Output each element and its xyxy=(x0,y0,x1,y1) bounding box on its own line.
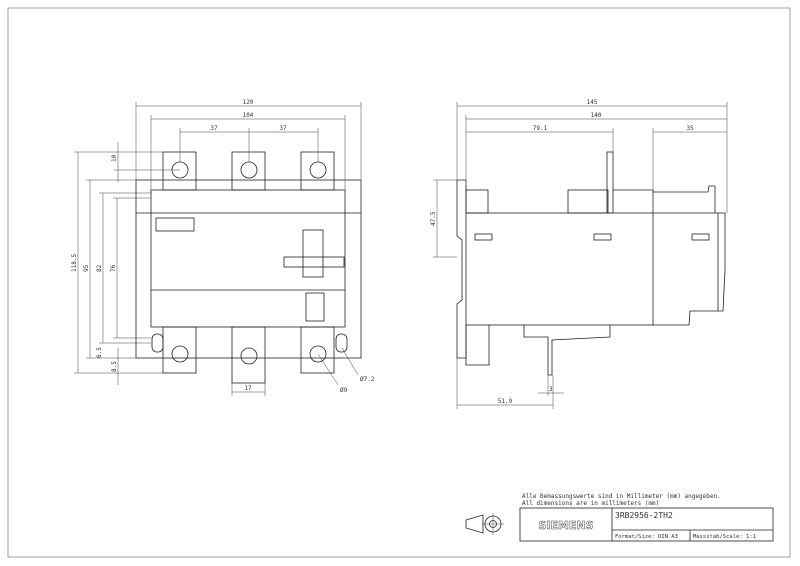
part-number: 3RB2956-2TH2 xyxy=(615,511,673,520)
dim-145: 145 xyxy=(587,99,598,106)
note-german: Alle Bemassungswerte sind in Millimeter … xyxy=(522,493,721,500)
format-size: Format/Size: DIN A3 xyxy=(615,534,678,540)
dim-8-5: 8.5 xyxy=(111,361,118,372)
dim-104: 104 xyxy=(243,112,254,119)
dim-140: 140 xyxy=(591,112,602,119)
connector-block xyxy=(302,229,324,278)
note-english: All dimensions are in millimeters (mm) xyxy=(522,500,659,507)
front-dimension-lines xyxy=(74,102,362,396)
dim-35: 35 xyxy=(686,125,694,132)
bottom-terminals xyxy=(151,326,348,384)
title-block: Alle Bemassungswerte sind in Millimeter … xyxy=(465,493,774,542)
dim-118-5: 118.5 xyxy=(71,254,78,272)
dim-17: 17 xyxy=(244,385,252,392)
top-terminals xyxy=(162,151,335,191)
dim-76: 76 xyxy=(110,264,117,272)
dim-3: 3 xyxy=(549,386,553,393)
scale: Massstab/Scale: 1:1 xyxy=(693,534,756,540)
dim-hole-9: Ø9 xyxy=(340,387,348,394)
dim-120: 120 xyxy=(243,99,254,106)
drawing-border xyxy=(7,7,791,558)
side-body xyxy=(465,212,654,326)
dim-hole-7-2: Ø7.2 xyxy=(360,376,375,383)
side-view: 145 140 79.1 35 47.5 3 51.9 xyxy=(430,99,728,409)
label-plate xyxy=(155,217,195,232)
front-body xyxy=(150,189,346,328)
dim-82: 82 xyxy=(96,264,103,272)
dim-95: 95 xyxy=(83,264,90,272)
side-dimension-lines xyxy=(433,102,728,409)
aux-switch xyxy=(305,292,325,322)
dim-37-right: 37 xyxy=(279,125,287,132)
siemens-logo: SIEMENS xyxy=(538,519,593,532)
dim-6-5: 6.5 xyxy=(96,347,103,358)
projection-symbol-icon xyxy=(465,513,504,535)
dim-37-left: 37 xyxy=(210,125,218,132)
dim-10: 10 xyxy=(111,154,118,162)
dim-79-1: 79.1 xyxy=(533,125,548,132)
front-outer-frame xyxy=(135,179,362,359)
front-view: 120 104 37 37 10 118.5 95 82 76 6.5 8.5 … xyxy=(71,99,375,396)
dim-47-5: 47.5 xyxy=(430,211,437,226)
dim-51-9: 51.9 xyxy=(498,398,513,405)
